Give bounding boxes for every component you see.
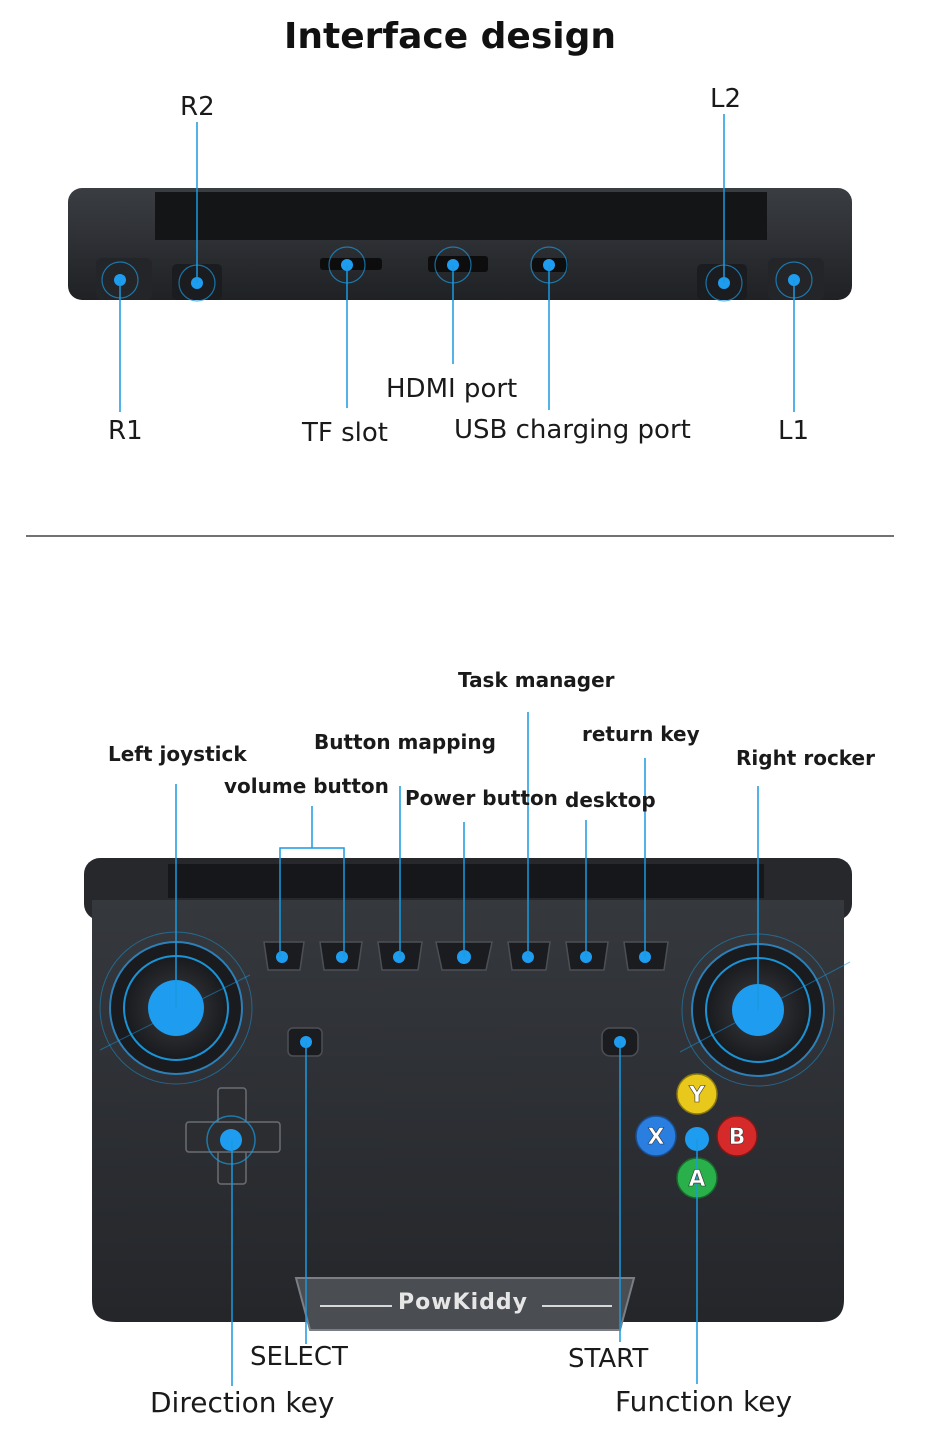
label-function-key: Function key bbox=[615, 1385, 793, 1418]
label-button-mapping: Button mapping bbox=[314, 730, 496, 754]
button-y bbox=[676, 1073, 718, 1115]
label-tf-slot: TF slot bbox=[302, 418, 388, 448]
device-front-view bbox=[84, 858, 852, 1331]
button-b bbox=[716, 1115, 758, 1157]
top-view-callout-lines bbox=[119, 114, 795, 412]
label-l2: L2 bbox=[710, 84, 742, 114]
device-top-rail bbox=[155, 192, 767, 240]
page-title: Interface design bbox=[284, 16, 616, 57]
label-right-rocker: Right rocker bbox=[736, 746, 875, 770]
label-l1: L1 bbox=[778, 416, 810, 446]
device-top-view bbox=[68, 188, 852, 300]
face-button-letters: Y X B A bbox=[647, 1083, 746, 1193]
label-r1: R1 bbox=[108, 416, 143, 446]
device-front-rail bbox=[168, 864, 764, 898]
device-front-body bbox=[92, 900, 844, 1322]
label-left-joystick: Left joystick bbox=[108, 742, 247, 766]
front-view-callout-lines bbox=[175, 712, 759, 1386]
label-direction-key: Direction key bbox=[150, 1386, 335, 1419]
label-r2: R2 bbox=[180, 92, 215, 122]
button-y-letter: Y bbox=[688, 1083, 706, 1108]
label-return-key: return key bbox=[582, 722, 700, 746]
brand-logo-text: PowKiddy bbox=[398, 1290, 528, 1315]
direction-pad-glow bbox=[206, 1115, 256, 1165]
label-volume-button: volume button bbox=[224, 774, 389, 798]
label-power-button: Power button bbox=[405, 786, 558, 810]
button-x-letter: X bbox=[648, 1125, 665, 1150]
button-b-letter: B bbox=[729, 1125, 746, 1150]
button-x bbox=[635, 1115, 677, 1157]
button-a-letter: A bbox=[688, 1167, 705, 1192]
label-hdmi-port: HDMI port bbox=[386, 374, 518, 404]
label-start: START bbox=[568, 1344, 649, 1374]
label-desktop: desktop bbox=[565, 788, 656, 812]
label-usb-charging-port: USB charging port bbox=[454, 415, 691, 445]
label-task-manager: Task manager bbox=[458, 668, 615, 692]
label-select: SELECT bbox=[250, 1342, 348, 1372]
